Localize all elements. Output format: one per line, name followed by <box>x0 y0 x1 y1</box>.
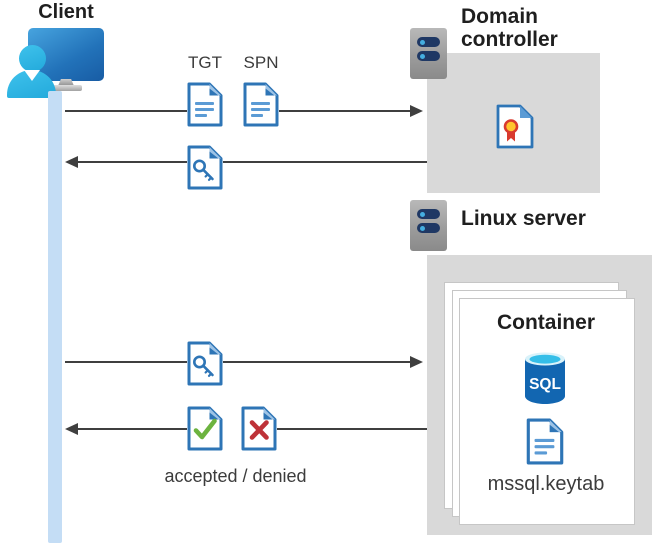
message-line <box>78 428 187 430</box>
server-tower-icon <box>410 28 447 79</box>
keytab-label: mssql.keytab <box>487 473 605 495</box>
arrow-left-icon <box>65 423 78 435</box>
person-collar <box>24 70 40 81</box>
client-title: Client <box>38 1 94 23</box>
server-bar <box>417 209 440 219</box>
container-title: Container <box>496 311 595 334</box>
container-card-front <box>459 298 635 525</box>
person-at-monitor-icon <box>0 0 110 100</box>
server-bar <box>417 51 440 61</box>
message-line <box>65 110 187 112</box>
server-bar <box>417 223 440 233</box>
server-led-icon <box>420 53 425 59</box>
person-head <box>19 45 46 72</box>
linux-server-title: Linux server <box>461 207 586 230</box>
message-line <box>65 361 187 363</box>
certificate-icon <box>496 104 534 149</box>
server-led-icon <box>420 39 425 45</box>
arrow-right-icon <box>410 105 423 117</box>
server-bar <box>417 37 440 47</box>
tgt-document-icon <box>187 82 223 127</box>
tgt-label: TGT <box>188 53 222 72</box>
spn-document-icon <box>243 82 279 127</box>
domain-controller-title: Domain controller <box>461 5 558 51</box>
message-line <box>223 161 427 163</box>
client-lifeline <box>48 91 62 543</box>
monitor-stand-base <box>53 85 82 91</box>
arrow-left-icon <box>65 156 78 168</box>
server-led-icon <box>420 225 425 231</box>
key-ticket-document-icon <box>187 341 223 386</box>
message-line <box>223 361 410 363</box>
key-ticket-document-icon <box>187 145 223 190</box>
denied-x-document-icon <box>241 406 277 451</box>
result-caption: accepted / denied <box>164 466 307 486</box>
message-line <box>78 161 187 163</box>
arrow-right-icon <box>410 356 423 368</box>
accepted-check-document-icon <box>187 406 223 451</box>
sql-database-icon: SQL <box>525 352 565 404</box>
server-led-icon <box>420 211 425 217</box>
monitor-stand-neck <box>58 79 74 86</box>
message-line <box>277 428 427 430</box>
message-line <box>279 110 410 112</box>
keytab-document-icon <box>526 418 564 465</box>
spn-label: SPN <box>243 53 279 72</box>
server-tower-icon <box>410 200 447 251</box>
sql-label: SQL <box>529 376 561 393</box>
